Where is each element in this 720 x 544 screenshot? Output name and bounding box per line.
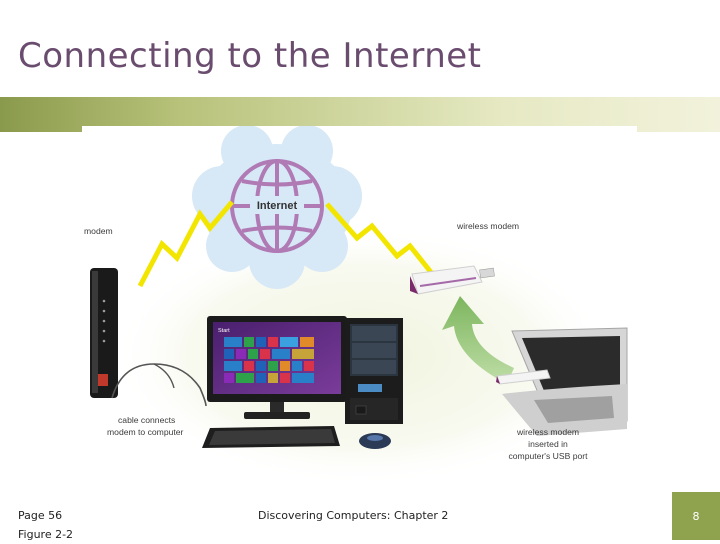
screen-tiles bbox=[224, 337, 314, 383]
cable-label-line2: modem to computer bbox=[107, 427, 184, 437]
laptop-computer bbox=[496, 327, 628, 436]
computer-monitor: Start bbox=[207, 316, 347, 419]
page-number-ref: Page 56 bbox=[18, 509, 63, 522]
usb-wireless-modem bbox=[410, 265, 495, 295]
page-reference: Page 56 Figure 2-2 bbox=[18, 506, 73, 544]
usb-label-line3: computer's USB port bbox=[508, 451, 588, 461]
slide-title: Connecting to the Internet bbox=[18, 36, 482, 76]
modem-label: modem bbox=[84, 226, 113, 236]
computer-tower bbox=[345, 318, 403, 424]
wireless-modem-label: wireless modem bbox=[456, 221, 519, 231]
slide-number: 8 bbox=[692, 509, 700, 523]
network-cable bbox=[111, 363, 207, 407]
usb-label-line1: wireless modem bbox=[516, 427, 579, 437]
lightning-bolt-right bbox=[325, 202, 436, 278]
insert-direction-arrow bbox=[442, 296, 514, 384]
computer-keyboard bbox=[202, 426, 340, 448]
cable-label-line1: cable connects bbox=[118, 415, 175, 425]
figure-number-ref: Figure 2-2 bbox=[18, 528, 74, 541]
modem-device bbox=[90, 268, 118, 398]
usb-label-line2: inserted in bbox=[528, 439, 568, 449]
internet-label: Internet bbox=[257, 200, 298, 212]
slide-number-badge: 8 bbox=[672, 492, 720, 540]
slide-footer: Discovering Computers: Chapter 2 bbox=[258, 509, 449, 522]
screen-start-label: Start bbox=[218, 328, 230, 334]
internet-connection-figure: Internet modem wireless modem Start bbox=[82, 126, 637, 490]
lightning-bolt-left bbox=[137, 200, 234, 288]
